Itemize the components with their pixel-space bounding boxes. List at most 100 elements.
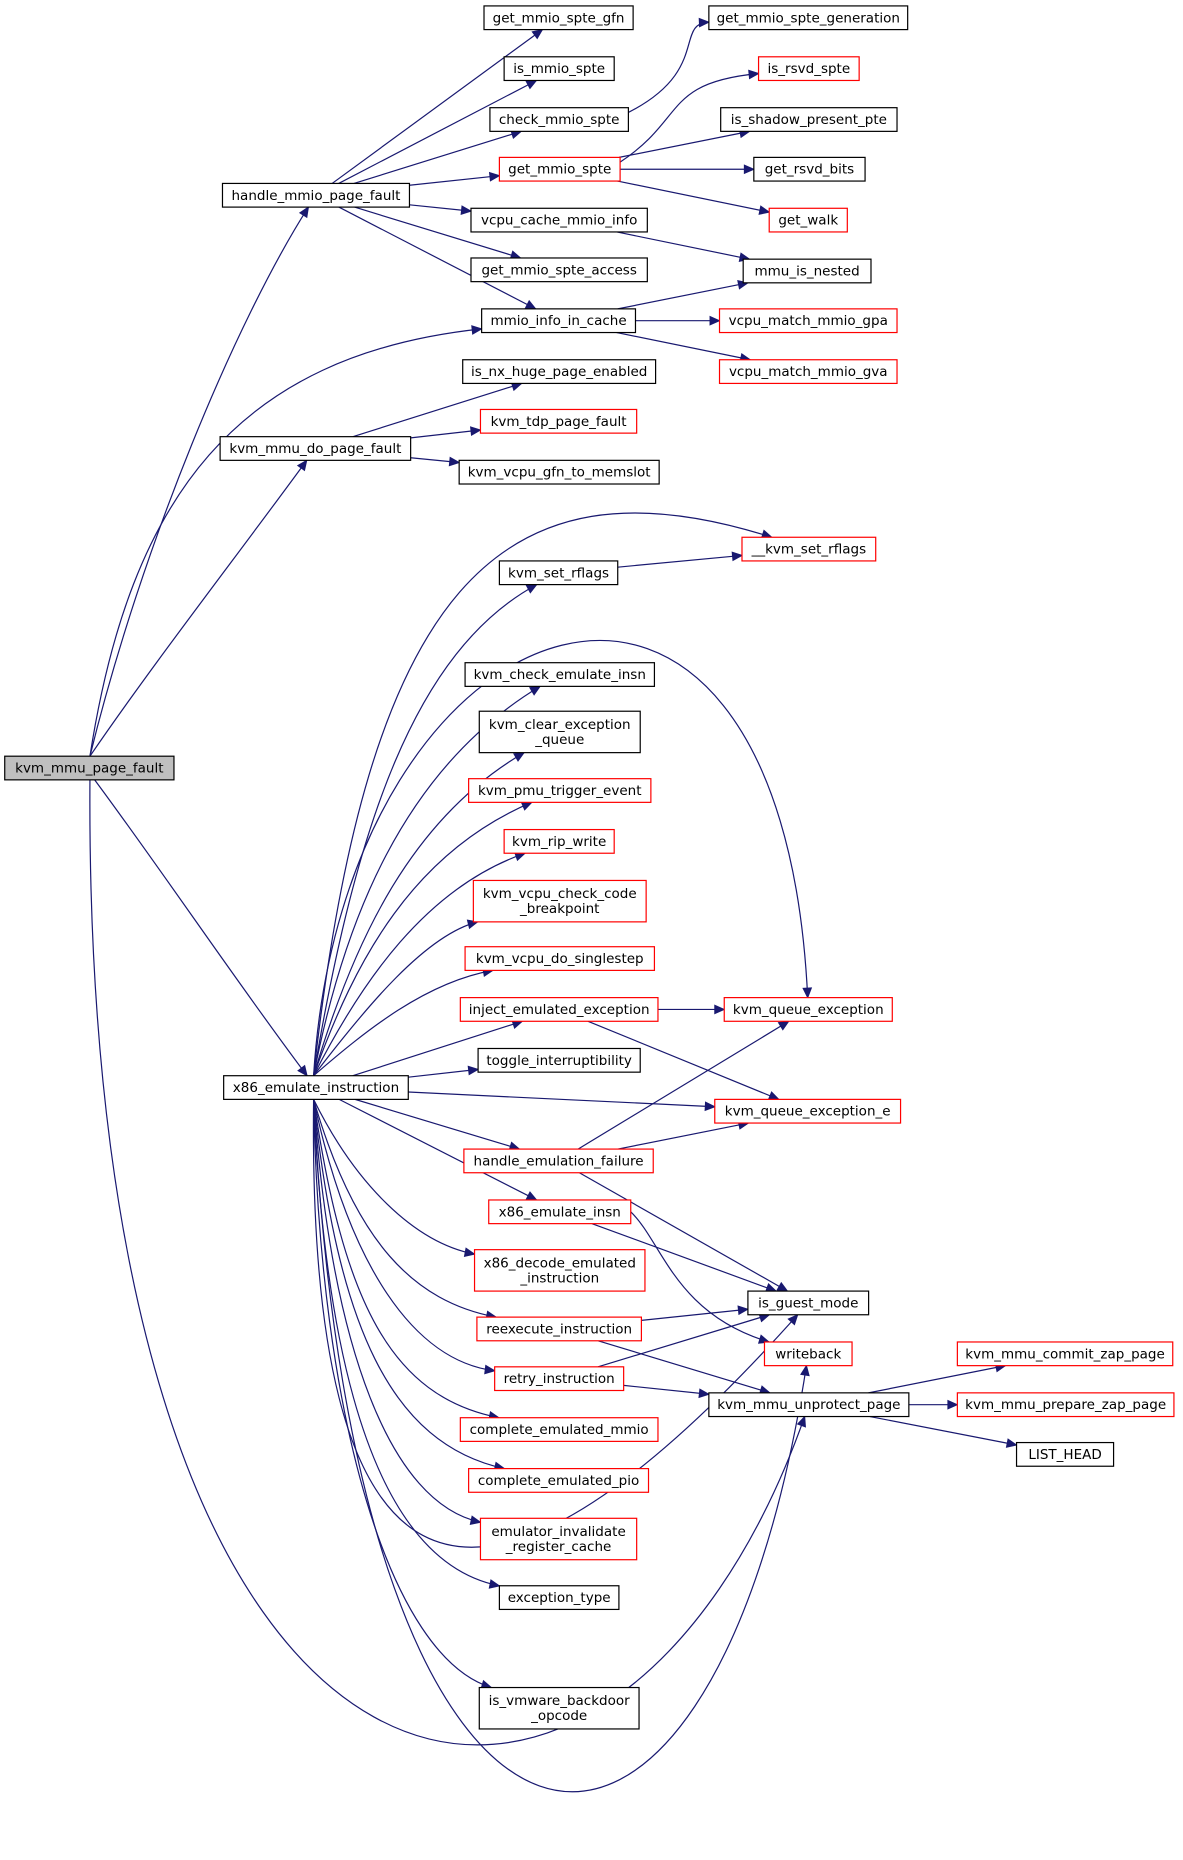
edge-reexecute_instruction-to-is_guest_mode xyxy=(641,1305,750,1321)
node-x86_decode_emulated_instruction[interactable]: x86_decode_emulated_instruction xyxy=(473,1249,646,1292)
node-is_mmio_spte[interactable]: is_mmio_spte xyxy=(503,56,615,82)
node-label: kvm_set_rflags xyxy=(508,565,609,581)
node-vcpu_match_mmio_gva[interactable]: vcpu_match_mmio_gva xyxy=(718,359,898,385)
node-kvm_tdp_page_fault[interactable]: kvm_tdp_page_fault xyxy=(479,408,638,434)
node-kvm_mmu_unprotect_page[interactable]: kvm_mmu_unprotect_page xyxy=(708,1392,910,1418)
node-get_mmio_spte_gfn[interactable]: get_mmio_spte_gfn xyxy=(483,5,634,31)
node-label: is_guest_mode xyxy=(758,1295,858,1311)
node-complete_emulated_mmio[interactable]: complete_emulated_mmio xyxy=(459,1417,659,1442)
node-kvm_clear_exception_queue[interactable]: kvm_clear_exception_queue xyxy=(478,710,641,754)
node-handle_mmio_page_fault[interactable]: handle_mmio_page_fault xyxy=(221,182,411,208)
node-box xyxy=(468,1467,650,1493)
node-label: vcpu_match_mmio_gpa xyxy=(729,313,888,329)
edge-kvm_mmu_page_fault-to-handle_mmio_page_fault xyxy=(89,206,310,757)
node-box xyxy=(747,1290,870,1316)
node-vcpu_cache_mmio_info[interactable]: vcpu_cache_mmio_info xyxy=(470,207,648,233)
edge-vcpu_cache_mmio_info-to-mmu_is_nested xyxy=(616,231,751,262)
node-label: kvm_mmu_commit_zap_page xyxy=(965,1346,1165,1362)
node-is_shadow_present_pte[interactable]: is_shadow_present_pte xyxy=(720,107,898,132)
node-mmio_info_in_cache[interactable]: mmio_info_in_cache xyxy=(481,308,637,334)
node-label: reexecute_instruction xyxy=(486,1321,632,1337)
node-kvm_queue_exception[interactable]: kvm_queue_exception xyxy=(723,997,893,1022)
edge-kvm_mmu_unprotect_page-to-kvm_mmu_commit_zap_page xyxy=(868,1362,1007,1394)
node-mmu_is_nested[interactable]: mmu_is_nested xyxy=(742,258,872,284)
edge-mmio_info_in_cache-to-vcpu_match_mmio_gva xyxy=(616,331,752,363)
node-box xyxy=(458,459,660,485)
edge-get_mmio_spte-to-is_shadow_present_pte xyxy=(618,128,751,158)
node-get_mmio_spte[interactable]: get_mmio_spte xyxy=(498,156,621,182)
node-kvm_check_emulate_insn[interactable]: kvm_check_emulate_insn xyxy=(464,662,656,687)
node-x86_emulate_insn[interactable]: x86_emulate_insn xyxy=(488,1199,632,1225)
nodes-layer: kvm_mmu_page_fault handle_mmio_page_fault… xyxy=(4,5,1175,1730)
node-retry_instruction[interactable]: retry_instruction xyxy=(494,1366,625,1392)
node-is_rsvd_spte[interactable]: is_rsvd_spte xyxy=(757,56,860,82)
node-__kvm_set_rflags[interactable]: __kvm_set_rflags xyxy=(741,536,877,562)
edge-x86_emulate_instruction-to-kvm_queue_exception xyxy=(313,640,813,1076)
edge-x86_emulate_instruction-to-handle_emulation_failure xyxy=(354,1098,521,1151)
node-label: toggle_interruptibility xyxy=(486,1053,632,1069)
node-is_nx_huge_page_enabled[interactable]: is_nx_huge_page_enabled xyxy=(462,359,657,385)
node-label: kvm_mmu_unprotect_page xyxy=(717,1397,900,1413)
node-get_walk[interactable]: get_walk xyxy=(768,207,848,233)
node-is_guest_mode[interactable]: is_guest_mode xyxy=(747,1290,870,1316)
node-kvm_vcpu_do_singlestep[interactable]: kvm_vcpu_do_singlestep xyxy=(464,946,656,971)
node-kvm_pmu_trigger_event[interactable]: kvm_pmu_trigger_event xyxy=(468,778,652,803)
node-emulator_invalidate_register_cache[interactable]: emulator_invalidate_register_cache xyxy=(479,1517,638,1561)
node-is_vmware_backdoor_opcode[interactable]: is_vmware_backdoor_opcode xyxy=(478,1686,640,1730)
node-label: emulator_invalidate xyxy=(491,1524,625,1540)
edges-layer xyxy=(89,17,1018,1793)
node-label: kvm_mmu_page_fault xyxy=(15,761,163,777)
node-toggle_interruptibility[interactable]: toggle_interruptibility xyxy=(477,1047,641,1073)
node-complete_emulated_pio[interactable]: complete_emulated_pio xyxy=(468,1467,650,1493)
node-box xyxy=(498,1585,620,1611)
node-kvm_vcpu_check_code_breakpoint[interactable]: kvm_vcpu_check_code_breakpoint xyxy=(472,879,647,923)
node-label: check_mmio_spte xyxy=(499,112,620,128)
node-kvm_vcpu_gfn_to_memslot[interactable]: kvm_vcpu_gfn_to_memslot xyxy=(458,459,660,485)
node-label: kvm_rip_write xyxy=(512,834,606,850)
node-box xyxy=(768,207,848,233)
node-box xyxy=(479,1517,638,1561)
node-label: complete_emulated_mmio xyxy=(470,1422,649,1438)
node-LIST_HEAD[interactable]: LIST_HEAD xyxy=(1015,1441,1115,1467)
node-box xyxy=(478,1686,640,1730)
node-kvm_rip_write[interactable]: kvm_rip_write xyxy=(503,828,615,854)
node-kvm_mmu_do_page_fault[interactable]: kvm_mmu_do_page_fault xyxy=(219,436,412,461)
edge-x86_emulate_instruction-to-kvm_vcpu_check_code_breakpoint xyxy=(313,919,479,1077)
node-box xyxy=(741,536,877,562)
node-check_mmio_spte[interactable]: check_mmio_spte xyxy=(489,107,629,132)
node-box xyxy=(489,107,629,132)
node-box xyxy=(483,5,634,31)
node-writeback[interactable]: writeback xyxy=(763,1341,853,1367)
node-x86_emulate_instruction[interactable]: x86_emulate_instruction xyxy=(223,1075,409,1100)
node-label: x86_emulate_insn xyxy=(499,1204,621,1220)
node-get_mmio_spte_access[interactable]: get_mmio_spte_access xyxy=(470,257,648,283)
edge-x86_emulate_instruction-to-inject_emulated_exception xyxy=(352,1019,524,1077)
edge-handle_emulation_failure-to-kvm_queue_exception_e xyxy=(617,1120,750,1150)
edge-kvm_mmu_page_fault-to-x86_emulate_instruction xyxy=(94,779,308,1077)
node-kvm_mmu_prepare_zap_page[interactable]: kvm_mmu_prepare_zap_page xyxy=(956,1392,1175,1418)
node-label: retry_instruction xyxy=(504,1371,615,1387)
edge-retry_instruction-to-kvm_mmu_unprotect_page xyxy=(623,1384,711,1399)
node-kvm_mmu_page_fault[interactable]: kvm_mmu_page_fault xyxy=(4,755,175,781)
node-label: x86_decode_emulated xyxy=(484,1255,636,1271)
node-box xyxy=(956,1341,1174,1367)
node-label: kvm_vcpu_check_code xyxy=(483,886,637,902)
node-label: is_mmio_spte xyxy=(513,61,605,77)
edge-mmio_info_in_cache-to-mmu_is_nested xyxy=(617,279,750,310)
node-reexecute_instruction[interactable]: reexecute_instruction xyxy=(476,1316,643,1342)
node-label: handle_mmio_page_fault xyxy=(232,188,401,204)
node-get_mmio_spte_generation[interactable]: get_mmio_spte_generation xyxy=(708,5,909,31)
node-kvm_queue_exception_e[interactable]: kvm_queue_exception_e xyxy=(714,1098,902,1124)
node-handle_emulation_failure[interactable]: handle_emulation_failure xyxy=(463,1148,654,1174)
node-get_rsvd_bits[interactable]: get_rsvd_bits xyxy=(753,156,866,182)
node-kvm_mmu_commit_zap_page[interactable]: kvm_mmu_commit_zap_page xyxy=(956,1341,1174,1367)
node-exception_type[interactable]: exception_type xyxy=(498,1585,620,1611)
node-box xyxy=(481,308,637,334)
node-box xyxy=(1015,1441,1115,1467)
node-inject_emulated_exception[interactable]: inject_emulated_exception xyxy=(459,997,659,1022)
node-kvm_set_rflags[interactable]: kvm_set_rflags xyxy=(498,560,619,586)
edge-kvm_mmu_unprotect_page-to-kvm_mmu_prepare_zap_page xyxy=(908,1399,959,1410)
node-vcpu_match_mmio_gpa[interactable]: vcpu_match_mmio_gpa xyxy=(718,308,898,334)
edge-kvm_mmu_do_page_fault-to-kvm_vcpu_gfn_to_memslot xyxy=(410,456,461,467)
node-box xyxy=(498,560,619,586)
